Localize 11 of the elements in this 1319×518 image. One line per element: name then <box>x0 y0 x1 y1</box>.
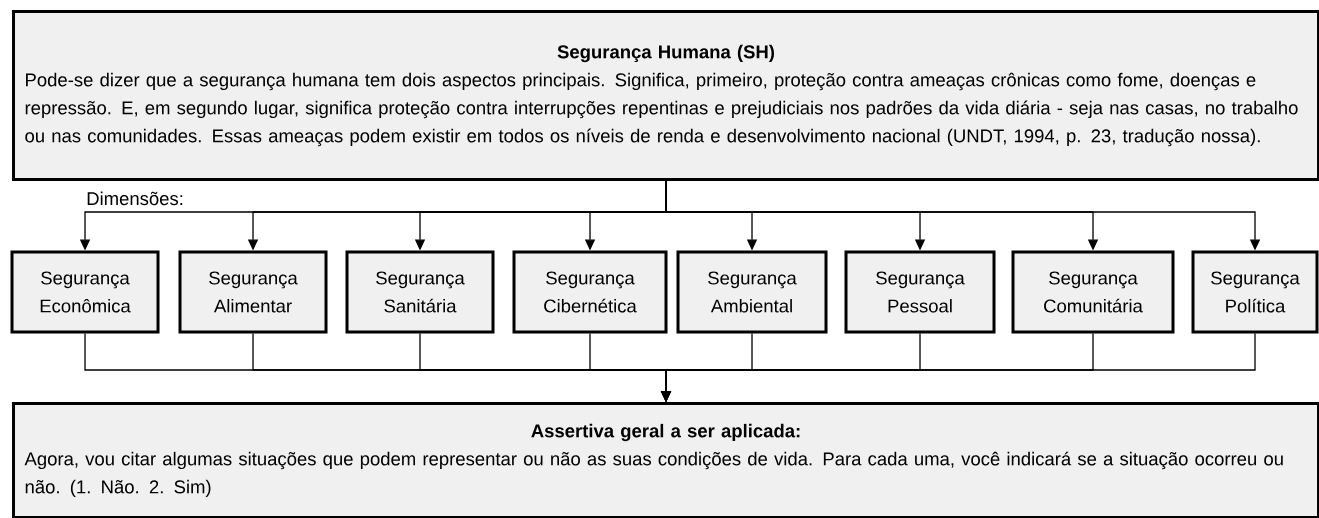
dimension-box: Segurança Comunitária <box>1011 250 1175 334</box>
dimension-box: Segurança Econômica <box>10 250 160 334</box>
definition-box: Segurança Humana (SH) Pode-se dizer que a segurança humana tem dois aspectos principais. Significa, primeiro, proteção contra ameaças crônicas como fome, doenças e repressão. E, em segundo lugar, significa proteção contra interrupções repentinas e prejudiciais nos padrões da vida diária - seja nas casas, no trabalho ou nas comunidades. Essas ameaças podem existir em todos os níveis de renda e desenvolvimento nacional (UNDT, 1994, p. 23, tradução nossa). <box>12 10 1319 181</box>
instruction-box: Assertiva geral a ser aplicada: Agora, vou citar algumas situações que podem representar ou não as suas condições de vida. Para cada uma, você indicará se a situação ocorreu ou não. (1. Não. 2. Sim) <box>12 402 1319 518</box>
dimension-box: Segurança Política <box>1191 250 1319 334</box>
dimension-box: Segurança Cibernética <box>512 250 668 334</box>
dimension-box: Segurança Sanitária <box>345 250 495 334</box>
dimension-box: Segurança Alimentar <box>178 250 328 334</box>
dimension-box: Segurança Ambiental <box>676 250 828 334</box>
dimension-box: Segurança Pessoal <box>844 250 996 334</box>
dimension-label: Dimensões: <box>87 191 183 206</box>
